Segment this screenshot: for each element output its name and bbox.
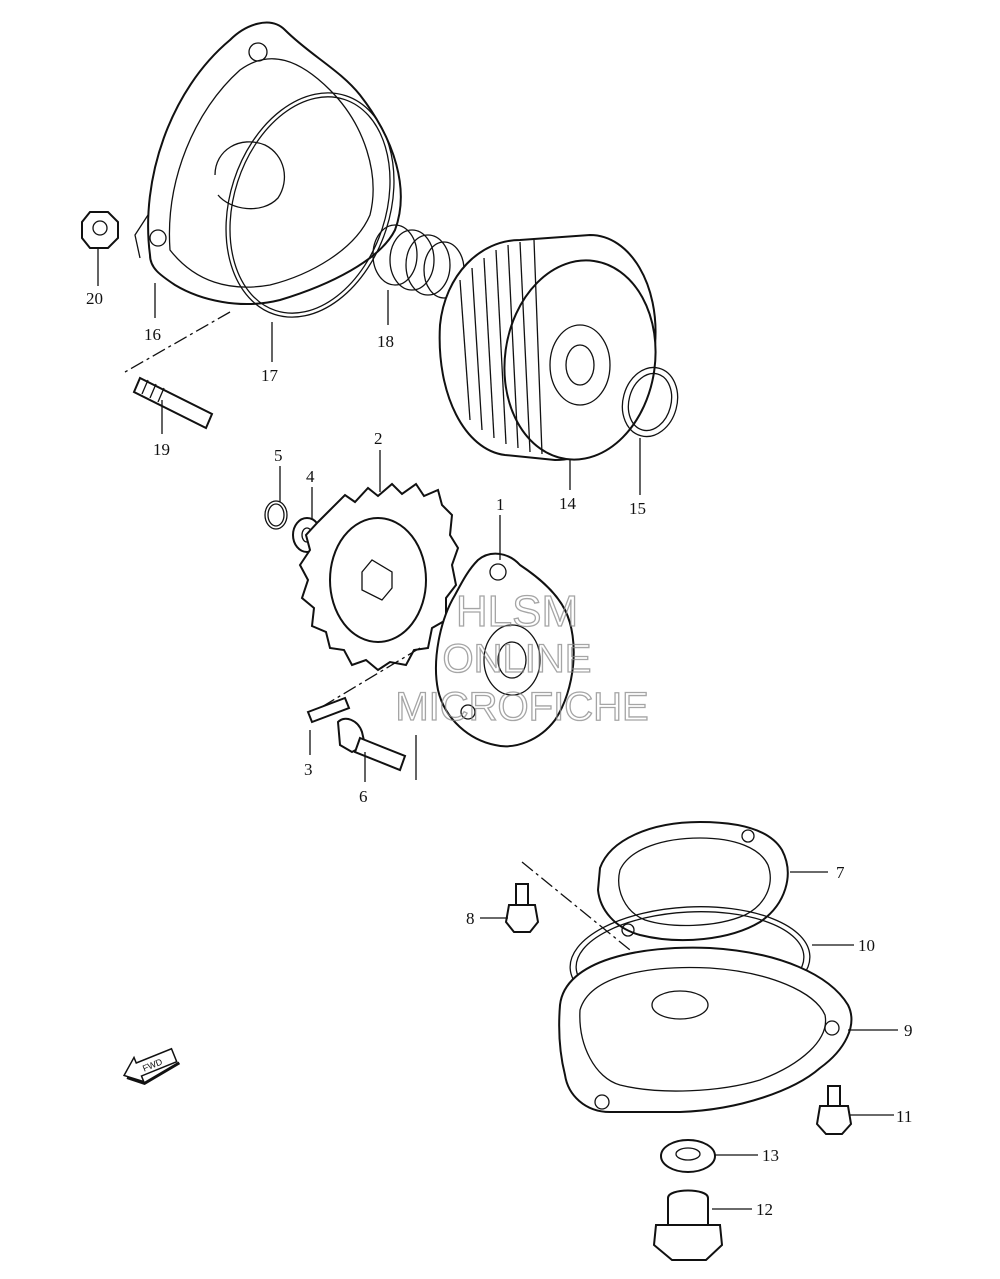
callout-10: 10 — [858, 936, 875, 955]
callout-3: 3 — [304, 760, 313, 779]
callout-5: 5 — [274, 446, 283, 465]
part-9-cover — [558, 946, 853, 1113]
part-18-spring — [372, 224, 465, 299]
watermark: HLSM ONLINE MICROFICHE — [395, 586, 650, 729]
callout-16: 16 — [144, 325, 161, 344]
part-5-circlip — [264, 500, 288, 530]
callout-19: 19 — [153, 440, 170, 459]
part-6-bolt — [336, 717, 407, 772]
part-16-filter-cover — [134, 21, 402, 306]
part-3-pin — [306, 696, 351, 724]
leader-lines — [97, 248, 898, 1210]
callout-6: 6 — [359, 787, 368, 806]
callout-14: 14 — [559, 494, 577, 513]
part-19-stud — [132, 376, 214, 430]
part-12-drain-plug — [652, 1189, 724, 1261]
part-17-o-ring — [225, 92, 395, 318]
fwd-arrow: FWD — [122, 1047, 181, 1086]
callout-1: 1 — [496, 495, 505, 514]
part-8-bolt — [504, 883, 540, 933]
part-15-o-ring — [621, 366, 679, 438]
part-7-gasket — [596, 820, 789, 942]
part-11-bolt — [815, 1085, 853, 1135]
watermark-line1: HLSM — [456, 587, 578, 636]
callout-7: 7 — [836, 863, 845, 882]
watermark-line2: ONLINE — [443, 637, 592, 681]
callout-11: 11 — [896, 1107, 912, 1126]
callout-2: 2 — [374, 429, 383, 448]
assembly-lines — [124, 311, 631, 951]
callout-17: 17 — [261, 366, 279, 385]
watermark-line3: MICROFICHE — [395, 685, 648, 729]
part-20-nut — [81, 211, 119, 249]
callout-9: 9 — [904, 1021, 913, 1040]
callout-13: 13 — [762, 1146, 779, 1165]
callout-8: 8 — [466, 909, 475, 928]
callout-4: 4 — [306, 467, 315, 486]
part-14-oil-filter — [438, 233, 657, 462]
part-13-washer — [660, 1139, 716, 1173]
part-1-oil-pump — [435, 552, 575, 748]
callout-15: 15 — [629, 499, 646, 518]
callout-18: 18 — [377, 332, 394, 351]
callout-12: 12 — [756, 1200, 773, 1219]
part-2-gear — [298, 482, 460, 672]
callout-20: 20 — [86, 289, 103, 308]
